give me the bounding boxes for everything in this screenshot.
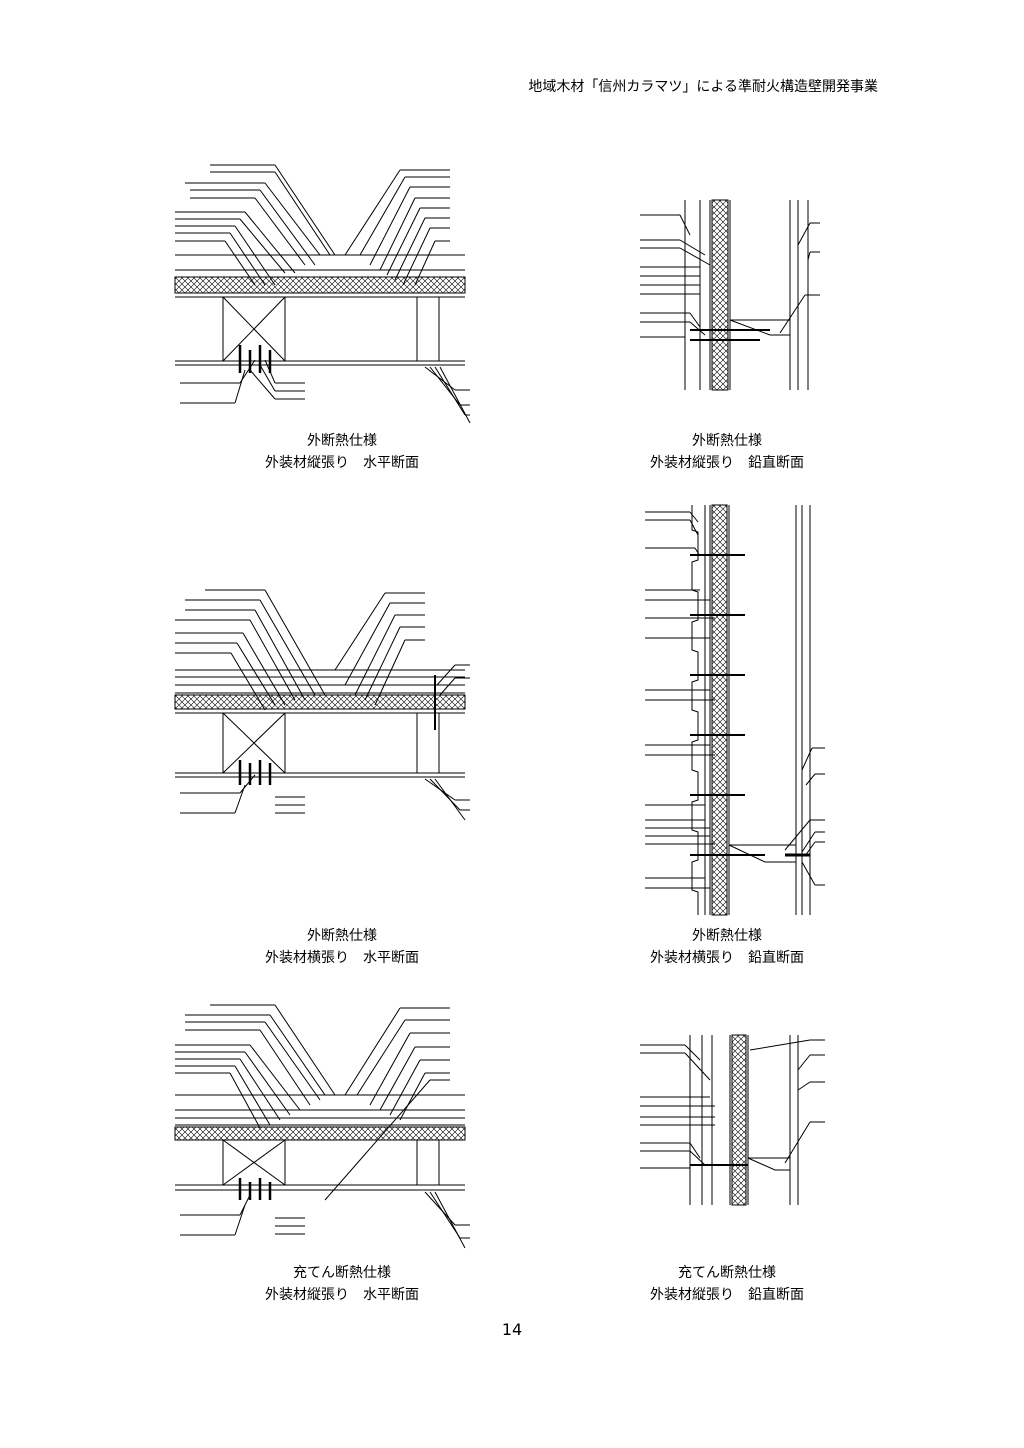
drawing-vertical-section-1 xyxy=(540,195,910,395)
caption-5: 充てん断熱仕様 外装材縦張り 水平断面 xyxy=(212,1262,472,1306)
drawing-horizontal-section-2 xyxy=(125,585,550,825)
caption-title: 外断熱仕様 xyxy=(307,928,377,944)
caption-3: 外断熱仕様 外装材横張り 水平断面 xyxy=(212,925,472,969)
section-detail-drawing xyxy=(174,1004,470,1249)
document-header: 地域木材「信州カラマツ」による準耐火構造壁開発事業 xyxy=(528,79,878,95)
caption-title: 充てん断熱仕様 xyxy=(293,1265,391,1281)
section-detail-drawing xyxy=(174,164,471,424)
drawing-vertical-section-2 xyxy=(540,500,920,920)
caption-1: 外断熱仕様 外装材縦張り 水平断面 xyxy=(212,430,472,474)
caption-subtitle: 外装材縦張り 水平断面 xyxy=(265,1287,419,1303)
drawing-vertical-section-3 xyxy=(540,1030,910,1210)
caption-subtitle: 外装材縦張り 鉛直断面 xyxy=(650,455,804,471)
caption-2: 外断熱仕様 外装材縦張り 鉛直断面 xyxy=(597,430,857,474)
caption-4: 外断熱仕様 外装材横張り 鉛直断面 xyxy=(597,925,857,969)
caption-title: 外断熱仕様 xyxy=(307,433,377,449)
caption-subtitle: 外装材横張り 水平断面 xyxy=(265,950,419,966)
caption-subtitle: 外装材縦張り 鉛直断面 xyxy=(650,1287,804,1303)
caption-subtitle: 外装材縦張り 水平断面 xyxy=(265,455,419,471)
caption-title: 充てん断熱仕様 xyxy=(678,1265,776,1281)
section-detail-drawing xyxy=(174,589,470,821)
page-number: 14 xyxy=(501,1320,523,1339)
drawing-horizontal-section-1 xyxy=(125,155,550,435)
caption-title: 外断熱仕様 xyxy=(692,928,762,944)
section-detail-drawing xyxy=(645,504,825,916)
caption-title: 外断熱仕様 xyxy=(692,433,762,449)
caption-6: 充てん断熱仕様 外装材縦張り 鉛直断面 xyxy=(597,1262,857,1306)
caption-subtitle: 外装材横張り 鉛直断面 xyxy=(650,950,804,966)
section-detail-drawing xyxy=(640,199,820,391)
section-detail-drawing xyxy=(640,1034,825,1206)
drawing-horizontal-section-3 xyxy=(125,1000,550,1260)
